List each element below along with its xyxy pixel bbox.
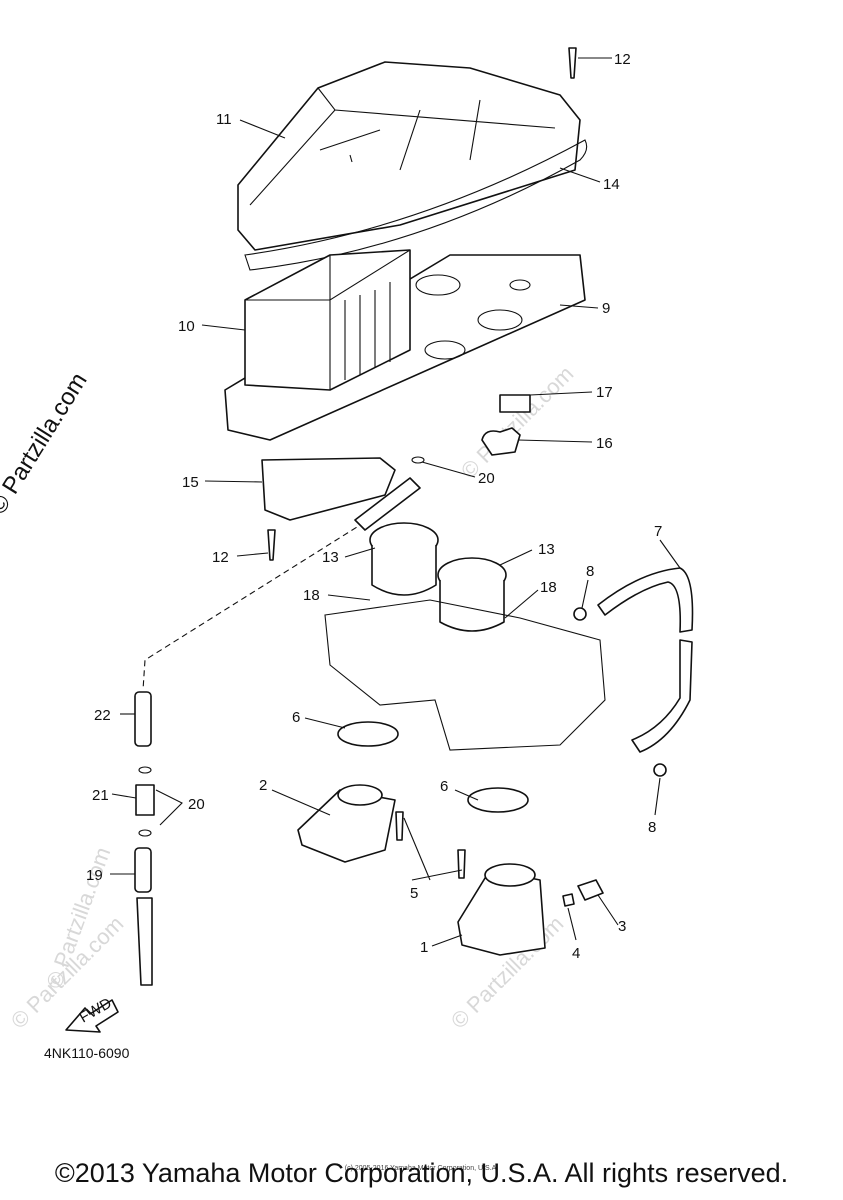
callout-19: 19: [86, 867, 103, 884]
callout-17: 17: [596, 384, 613, 401]
callout-21: 21: [92, 787, 109, 804]
leader-lines: [110, 57, 681, 947]
callout-22: 22: [94, 707, 111, 724]
intake-manifold-front[interactable]: [457, 863, 546, 956]
callout-16: 16: [596, 435, 613, 452]
callout-4: 4: [572, 945, 580, 962]
callout-3: 3: [618, 918, 626, 935]
callout-18-right: 18: [540, 579, 557, 596]
intake-joint-right[interactable]: [437, 557, 507, 632]
callout-6-upper: 6: [292, 709, 300, 726]
air-box-cover[interactable]: [237, 61, 581, 251]
breather-clip-b[interactable]: [138, 829, 152, 837]
nipple-cap[interactable]: [577, 879, 604, 901]
intake-joint-left[interactable]: [369, 522, 439, 596]
callout-13-right: 13: [538, 541, 555, 558]
callout-18-left: 18: [303, 587, 320, 604]
callout-15: 15: [182, 474, 199, 491]
bracket-screw[interactable]: [267, 529, 276, 561]
callout-9: 9: [602, 300, 610, 317]
breather-hose-top[interactable]: [354, 477, 421, 531]
vent-hose-lower[interactable]: [631, 639, 693, 753]
breather-filter[interactable]: [135, 784, 155, 816]
callout-1: 1: [420, 939, 428, 956]
callout-2: 2: [259, 777, 267, 794]
hose-clamp-upper[interactable]: [337, 721, 399, 747]
callout-10: 10: [178, 318, 195, 335]
hose-clamp-lower[interactable]: [467, 787, 529, 813]
callout-14: 14: [603, 176, 620, 193]
air-filter-element[interactable]: [244, 249, 411, 391]
hose-clip-lower[interactable]: [653, 763, 667, 777]
callout-12-top: 12: [614, 51, 631, 68]
watermark-center: © Partzilla.com: [456, 361, 579, 484]
breather-clip-a[interactable]: [138, 766, 152, 774]
breather-hose-middle[interactable]: [134, 847, 152, 893]
callout-7: 7: [654, 523, 662, 540]
forward-arrow: FWD: [65, 995, 119, 1033]
intake-manifold-rear[interactable]: [297, 784, 396, 863]
cap-clip[interactable]: [562, 893, 575, 907]
carburetor-assembly: [324, 599, 606, 751]
callout-13-left: 13: [322, 549, 339, 566]
callout-12-bracket: 12: [212, 549, 229, 566]
fine-print: (c) 2005-2016 Yamaha Motor Corporation, …: [344, 1165, 499, 1172]
drain-grommet[interactable]: [499, 394, 531, 413]
callout-5: 5: [410, 885, 418, 902]
vent-hose[interactable]: [597, 567, 694, 633]
callout-6-lower: 6: [440, 778, 448, 795]
breather-routing: [142, 521, 366, 691]
callout-8-lower: 8: [648, 819, 656, 836]
manifold-screw-a[interactable]: [395, 811, 404, 841]
case-bracket[interactable]: [261, 457, 396, 521]
callout-20-case: 20: [478, 470, 495, 487]
case-clip[interactable]: [411, 456, 425, 464]
callout-20-breather: 20: [188, 796, 205, 813]
cover-screw[interactable]: [568, 47, 577, 79]
callout-8-upper: 8: [586, 563, 594, 580]
breather-hose-upper[interactable]: [134, 691, 152, 747]
breather-hose-lower[interactable]: [136, 897, 153, 986]
diagram-code: 4NK110-6090: [44, 1045, 130, 1061]
hose-clip-upper[interactable]: [573, 607, 587, 621]
manifold-screw-b[interactable]: [457, 849, 466, 879]
callout-11: 11: [216, 111, 232, 128]
copyright-notice: ©2013 Yamaha Motor Corporation, U.S.A. A…: [54, 1158, 789, 1188]
cover-seal[interactable]: [244, 139, 588, 271]
drain-elbow[interactable]: [481, 427, 521, 456]
